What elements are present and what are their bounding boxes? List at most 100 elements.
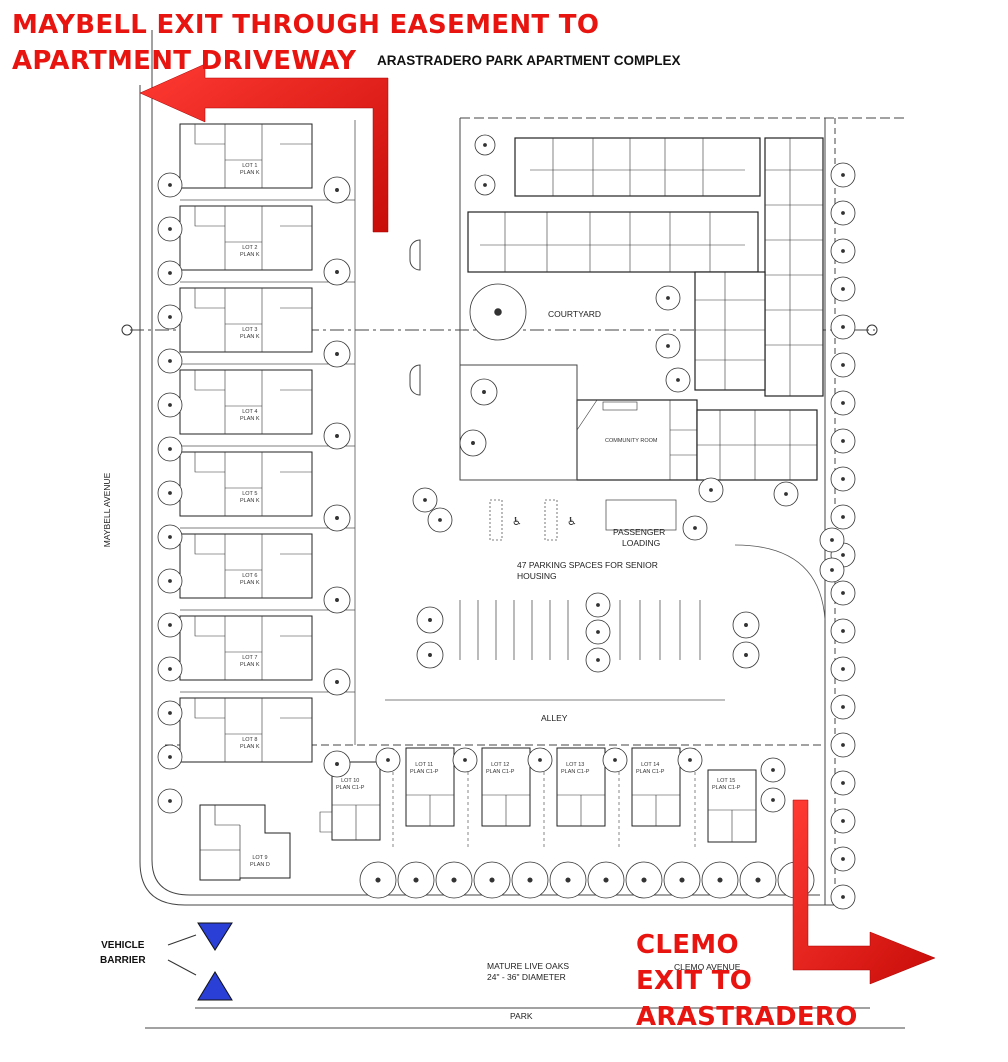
lot-plan: PLAN C1-P [410,769,439,775]
clemo-exit-label-line2: EXIT TO [636,966,753,996]
tree-trunk [841,363,845,367]
tree-trunk [830,538,834,542]
tree-trunk [482,390,486,394]
maybell-avenue-label: MAYBELL AVENUE [102,472,113,548]
passenger-loading-line2: LOADING [622,538,661,548]
tree-trunk [168,227,172,231]
apartment-building [467,137,824,481]
tree-trunk [168,799,172,803]
tree-trunk [830,568,834,572]
tree-trunk [168,623,172,627]
maybell-exit-label-line2: APARTMENT DRIVEWAY [12,46,357,76]
lot-number: LOT 3 [242,327,258,333]
tree-trunk [841,743,845,747]
lot-number: LOT 2 [242,245,258,251]
tree-trunk [841,857,845,861]
community-room-label: COMMUNITY ROOM [605,438,658,444]
tree-trunk [755,877,761,883]
tree-trunk [168,271,172,275]
tree-trunk [841,439,845,443]
tree-trunk [841,287,845,291]
tree-trunk [841,667,845,671]
tree-trunk [335,434,339,438]
clemo-avenue-label: CLEMO AVENUE [674,962,741,972]
complex-name-label: ARASTRADERO PARK APARTMENT COMPLEX [377,53,681,68]
parking-label-line1: 47 PARKING SPACES FOR SENIOR [517,560,658,570]
courtyard-area [409,118,578,481]
tree-trunk [841,591,845,595]
lot-plan: PLAN K [240,580,260,586]
vehicle-barrier-label: VEHICLE BARRIER [100,938,146,968]
tree-trunk [596,658,600,662]
svg-text:♿: ♿ [512,515,522,528]
maybell-exit-arrow [139,63,389,233]
lot-number: LOT 1 [242,163,258,169]
tree-trunk [168,755,172,759]
tree-trunk [428,653,432,657]
tree-trunk [168,447,172,451]
tree-trunk [168,183,172,187]
tree-trunk [527,877,533,883]
lot-number: LOT 5 [242,491,258,497]
tree-trunk [841,515,845,519]
lot-plan: PLAN K [240,416,260,422]
tree-trunk [335,598,339,602]
lot-number: LOT 15 [717,778,736,784]
apartment-interiors [480,138,823,480]
tree-trunk [335,352,339,356]
west-houses [179,123,313,763]
tree-trunk [168,711,172,715]
mature-oaks-line2: 24" - 36" DIAMETER [487,972,566,982]
clemo-exit-arrow [792,799,936,985]
tree-trunk [538,758,542,762]
tree-trunk [494,308,502,316]
tree-trunk [451,877,457,883]
tree-trunk [841,401,845,405]
lot-plan: PLAN K [240,744,260,750]
lot-number: LOT 13 [566,762,585,768]
tree-trunk [841,477,845,481]
tree-trunk [483,183,487,187]
west-house-interiors [194,124,312,762]
tree-trunk [679,877,685,883]
tree-trunk [413,877,419,883]
tree-trunk [841,325,845,329]
west-lot-lines [180,120,356,745]
tree-trunk [841,211,845,215]
clemo-exit-label-line1: CLEMO [636,930,739,960]
lot-plan: PLAN K [240,170,260,176]
tree-trunk [771,798,775,802]
tree-trunk [744,653,748,657]
passenger-loading-line1: PASSENGER [613,527,666,537]
tree-trunk [483,143,487,147]
tree-trunk [784,492,788,496]
lot-number: LOT 6 [242,573,258,579]
lot-plan: PLAN C1-P [636,769,665,775]
tree-trunk [771,768,775,772]
svg-text:♿: ♿ [567,515,577,528]
tree-trunk [717,877,723,883]
tree-trunk [666,344,670,348]
tree-trunk [335,270,339,274]
lot-plan: PLAN C1-P [486,769,515,775]
grid-markers [121,324,878,336]
lot-plan: PLAN C1-P [712,785,741,791]
tree-trunk [168,403,172,407]
tree-trunk [596,630,600,634]
tree-trunk [841,249,845,253]
tree-trunk [841,819,845,823]
tree-trunk [489,877,495,883]
tree-trunk [709,488,713,492]
lot-plan: PLAN K [240,252,260,258]
tree-trunk [335,762,339,766]
lot-number: LOT 10 [341,778,360,784]
